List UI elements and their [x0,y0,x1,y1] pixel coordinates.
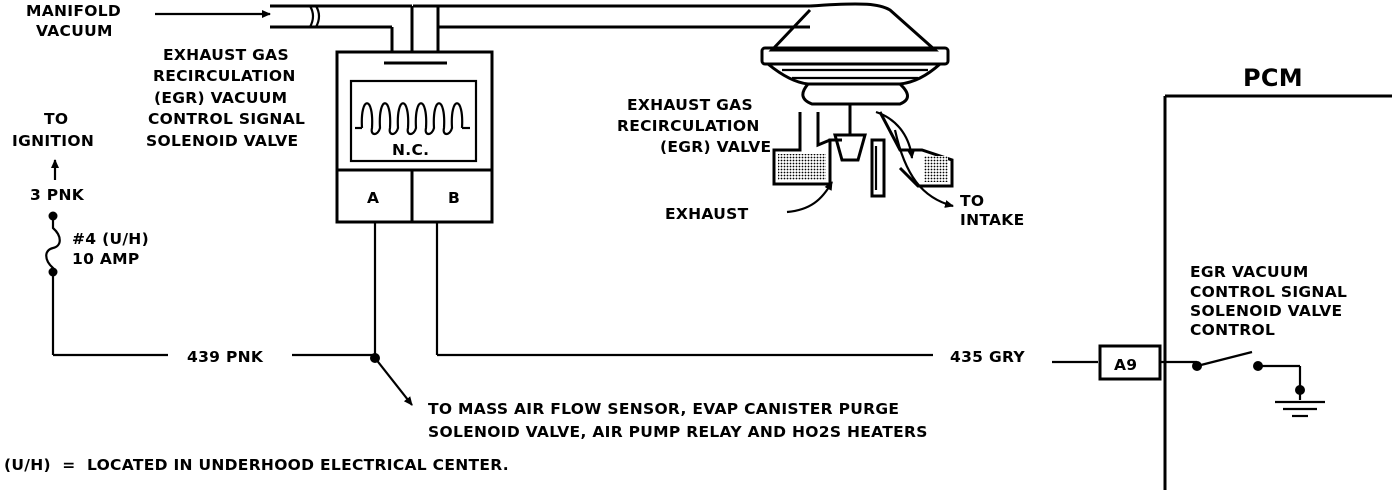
pcm-control-line1: EGR VACUUM [1190,263,1309,281]
ground-icon [1275,390,1325,418]
terminal-b-label: B [448,189,460,207]
pcm-label: PCM [1243,64,1303,92]
solenoid-title-line5: SOLENOID VALVE [146,132,298,150]
destinations-line2: SOLENOID VALVE, AIR PUMP RELAY AND HO2S … [428,423,928,441]
solenoid-title-line3: (EGR) VACUUM [154,89,287,107]
manifold-vacuum-label-line1: MANIFOLD [26,2,121,20]
pin-a9-connector [1098,344,1197,381]
fuse-label-line1: #4 (U/H) [72,230,149,248]
egr-solenoid-valve: N.C. A B [335,50,494,224]
to-ignition-label-line2: IGNITION [12,132,94,150]
egr-valve-label-line1: EXHAUST GAS [627,96,753,114]
fuse-label-line2: 10 AMP [72,250,140,268]
destinations-line1: TO MASS AIR FLOW SENSOR, EVAP CANISTER P… [428,400,899,418]
footnote: (U/H) = LOCATED IN UNDERHOOD ELECTRICAL … [4,456,509,474]
exhaust-label: EXHAUST [665,205,749,223]
exhaust-arrow [786,181,833,214]
fuse-icon [45,211,61,277]
pcm-module [1163,94,1392,490]
wire-435-gry [435,222,1098,364]
solenoid-coil-icon [355,102,470,136]
to-intake-label-line2: INTAKE [960,211,1025,229]
wire-435-label: 435 GRY [950,348,1025,366]
to-ignition-label-line1: TO [44,110,68,128]
wire-439-label: 439 PNK [187,348,264,366]
to-intake-label-line1: TO [960,192,984,210]
pin-a9-label: A9 [1114,356,1137,374]
pcm-control-line3: SOLENOID VALVE [1190,302,1342,320]
solenoid-title-line4: CONTROL SIGNAL [148,110,305,128]
wire-3-pnk-label: 3 PNK [30,186,85,204]
egr-valve [760,2,954,208]
pcm-control-line2: CONTROL SIGNAL [1190,283,1347,301]
solenoid-title-line2: RECIRCULATION [153,67,296,85]
pcm-switch-icon [1192,350,1305,395]
terminal-a-label: A [367,189,379,207]
pcm-control-line4: CONTROL [1190,321,1275,339]
solenoid-title-line1: EXHAUST GAS [163,46,289,64]
egr-valve-label-line2: RECIRCULATION [617,117,760,135]
normally-closed-label: N.C. [392,141,429,159]
egr-valve-label-line3: (EGR) VALVE [660,138,771,156]
wire-439-pnk [51,222,413,406]
manifold-vacuum-label-line2: VACUUM [36,22,113,40]
vacuum-hoses [270,4,810,52]
